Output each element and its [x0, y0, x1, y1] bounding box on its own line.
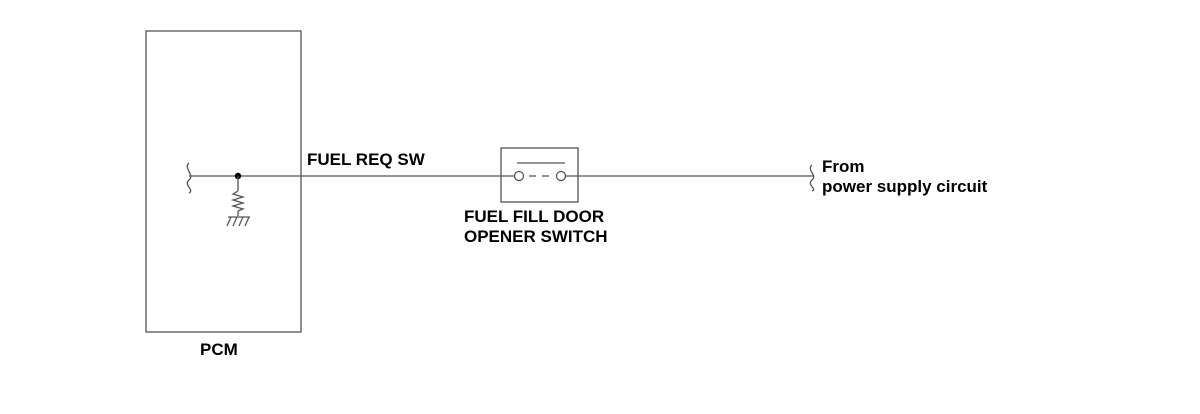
resistor-icon: [230, 176, 246, 216]
switch-label-line2: OPENER SWITCH: [464, 227, 608, 246]
switch-label-line1: FUEL FILL DOOR: [464, 207, 605, 226]
wire-break-left-icon: [186, 162, 192, 194]
switch-label: FUEL FILL DOOR OPENER SWITCH: [464, 207, 608, 247]
signal-label: FUEL REQ SW: [307, 150, 425, 169]
pcm-label: PCM: [200, 340, 238, 359]
ground-icon: [226, 216, 250, 227]
power-supply-label-line1: From: [822, 157, 865, 176]
switch-icon: [500, 147, 579, 203]
power-supply-label: From power supply circuit: [822, 157, 987, 197]
wire-break-right-icon: [809, 164, 815, 192]
power-supply-label-line2: power supply circuit: [822, 177, 988, 196]
pcm-box: [145, 30, 302, 333]
